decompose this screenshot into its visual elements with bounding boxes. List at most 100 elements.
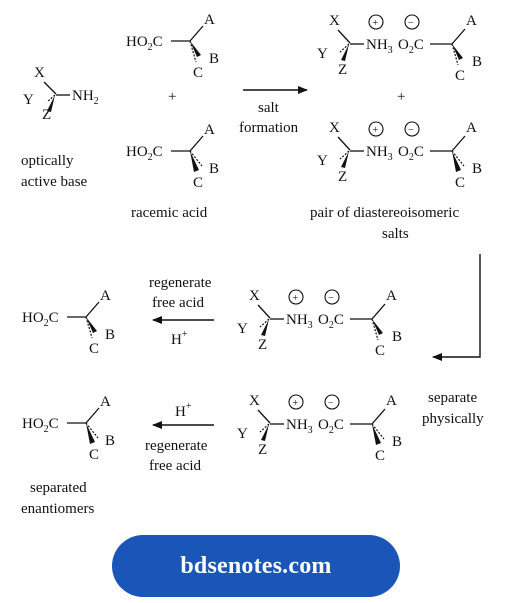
- atom-a: A: [466, 13, 477, 29]
- pair-label-line-2: salts: [382, 226, 409, 242]
- atom-z: Z: [42, 107, 51, 123]
- negative-charge: −: [408, 125, 414, 136]
- atom-b: B: [392, 329, 402, 345]
- plus-sign-left: +: [168, 89, 176, 105]
- regen-label-1-line-2: free acid: [152, 295, 205, 311]
- watermark-text: bdsenotes.com: [180, 552, 332, 579]
- ammonium-group: NH3: [366, 144, 393, 163]
- resolution-scheme-diagram: X Y Z NH2 optically active base HO2C A B…: [21, 12, 484, 517]
- carboxylate-group: O2C: [398, 37, 424, 56]
- positive-charge-circle: [368, 121, 384, 137]
- acid-enantiomer-bottom: HO2C A B C: [126, 122, 219, 191]
- atom-c: C: [375, 343, 385, 359]
- atom-y: Y: [23, 92, 34, 108]
- salt-formation-label-line-1: salt: [258, 100, 280, 116]
- atom-a: A: [386, 288, 397, 304]
- carboxyl-group: HO2C: [22, 310, 59, 329]
- negative-charge: −: [408, 18, 414, 29]
- acid-reagent-2: H+: [175, 401, 192, 420]
- atom-b: B: [472, 54, 482, 70]
- regen-label-2-line-1: regenerate: [145, 438, 208, 454]
- diastereomeric-salt-2: X Y Z NH3 + O2C − A B C: [317, 120, 482, 191]
- separate-physically-arrow: [432, 254, 481, 361]
- atom-a: A: [204, 122, 215, 138]
- atom-c: C: [89, 341, 99, 357]
- atom-a: A: [100, 394, 111, 410]
- acid-reagent-1: H+: [171, 329, 188, 348]
- positive-charge: +: [373, 125, 379, 136]
- separated-label-line-2: enantiomers: [21, 501, 94, 517]
- atom-c: C: [193, 65, 203, 81]
- atom-a: A: [466, 120, 477, 136]
- salt-formation-label-line-2: formation: [239, 120, 299, 136]
- atom-x: X: [249, 393, 260, 409]
- negative-charge: −: [328, 293, 334, 304]
- atom-a: A: [204, 12, 215, 28]
- ammonium-group: NH3: [366, 37, 393, 56]
- atom-b: B: [472, 161, 482, 177]
- atom-c: C: [89, 447, 99, 463]
- free-acid-enantiomer-2: HO2C A B C: [22, 394, 115, 463]
- atom-z: Z: [258, 442, 267, 458]
- positive-charge-circle: [288, 394, 304, 410]
- racemic-acid-label: racemic acid: [131, 205, 208, 221]
- carboxyl-group: HO2C: [126, 144, 163, 163]
- atom-z: Z: [338, 169, 347, 185]
- atom-x: X: [249, 288, 260, 304]
- separate-label-line-2: physically: [422, 411, 484, 427]
- atom-x: X: [329, 120, 340, 136]
- carboxylate-group: O2C: [318, 417, 344, 436]
- diastereomeric-salt-1: X Y Z NH3 + O2C − A B C: [317, 13, 482, 84]
- atom-c: C: [455, 175, 465, 191]
- free-acid-enantiomer-1: HO2C A B C: [22, 288, 115, 357]
- atom-y: Y: [317, 46, 328, 62]
- positive-charge-circle: [288, 289, 304, 305]
- plus-sign-right: +: [397, 89, 405, 105]
- carboxyl-group: HO2C: [126, 34, 163, 53]
- separated-salt-1: X Y Z NH3 + O2C − A B C: [237, 288, 402, 359]
- atom-x: X: [34, 65, 45, 81]
- carboxyl-group: HO2C: [22, 416, 59, 435]
- acid-enantiomer-top: HO2C A B C: [126, 12, 219, 81]
- watermark-badge: bdsenotes.com: [112, 535, 400, 597]
- atom-c: C: [455, 68, 465, 84]
- atom-a: A: [100, 288, 111, 304]
- positive-charge-circle: [368, 14, 384, 30]
- ammonium-group: NH3: [286, 417, 313, 436]
- atom-y: Y: [317, 153, 328, 169]
- pair-label-line-1: pair of diastereoisomeric: [310, 205, 459, 221]
- positive-charge: +: [293, 293, 299, 304]
- negative-charge-circle: [404, 121, 420, 137]
- atom-z: Z: [258, 337, 267, 353]
- separate-label-line-1: separate: [428, 390, 477, 406]
- optically-active-base-structure: X Y Z NH2: [23, 65, 99, 123]
- negative-charge: −: [328, 398, 334, 409]
- atom-b: B: [105, 433, 115, 449]
- positive-charge: +: [293, 398, 299, 409]
- atom-y: Y: [237, 426, 248, 442]
- regen-label-1-line-1: regenerate: [149, 275, 212, 291]
- carboxylate-group: O2C: [318, 312, 344, 331]
- amine-group: NH2: [72, 88, 99, 107]
- base-label-line-1: optically: [21, 153, 74, 169]
- atom-b: B: [392, 434, 402, 450]
- positive-charge: +: [373, 18, 379, 29]
- negative-charge-circle: [404, 14, 420, 30]
- atom-b: B: [209, 161, 219, 177]
- atom-a: A: [386, 393, 397, 409]
- regen-label-2-line-2: free acid: [149, 458, 202, 474]
- negative-charge-circle: [324, 394, 340, 410]
- separated-label-line-1: separated: [30, 480, 87, 496]
- atom-z: Z: [338, 62, 347, 78]
- atom-b: B: [105, 327, 115, 343]
- atom-b: B: [209, 51, 219, 67]
- atom-c: C: [193, 175, 203, 191]
- ammonium-group: NH3: [286, 312, 313, 331]
- carboxylate-group: O2C: [398, 144, 424, 163]
- atom-x: X: [329, 13, 340, 29]
- atom-c: C: [375, 448, 385, 464]
- base-label-line-2: active base: [21, 174, 88, 190]
- negative-charge-circle: [324, 289, 340, 305]
- separated-salt-2: X Y Z NH3 + O2C − A B C: [237, 393, 402, 464]
- atom-y: Y: [237, 321, 248, 337]
